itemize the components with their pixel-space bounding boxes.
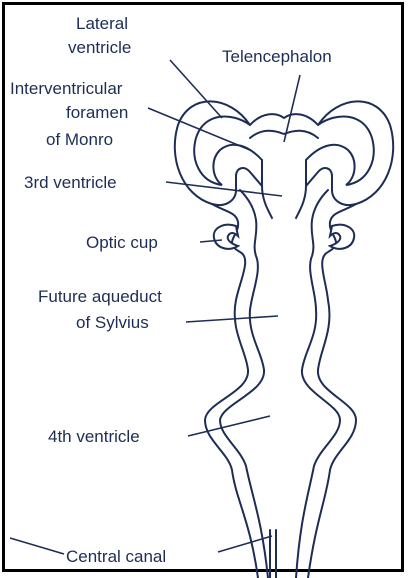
label-telencephalon: Telencephalon: [222, 47, 332, 66]
label-lateral-line1: Lateral: [76, 14, 128, 33]
label-third-ventricle: 3rd ventricle: [24, 173, 117, 192]
label-interventricular-line3: of Monro: [46, 130, 113, 149]
left-lateral-ventricle-wall: [175, 101, 262, 205]
right-outer-wall: [308, 204, 356, 578]
label-interventricular-line1: Interventricular: [10, 79, 123, 98]
label-aqueduct-line2: of Sylvius: [76, 313, 149, 332]
label-optic-cup: Optic cup: [86, 233, 158, 252]
label-aqueduct-line1: Future aqueduct: [38, 287, 162, 306]
label-fourth-ventricle: 4th ventricle: [48, 427, 140, 446]
label-lateral-line2: ventricle: [68, 38, 131, 57]
diagram-labels: Lateral ventricle Telencephalon Interven…: [10, 14, 332, 566]
left-outer-wall: [205, 204, 258, 578]
right-lateral-ventricle-wall: [306, 101, 393, 205]
label-interventricular-line2: foramen: [66, 103, 128, 122]
label-central-canal: Central canal: [66, 547, 166, 566]
